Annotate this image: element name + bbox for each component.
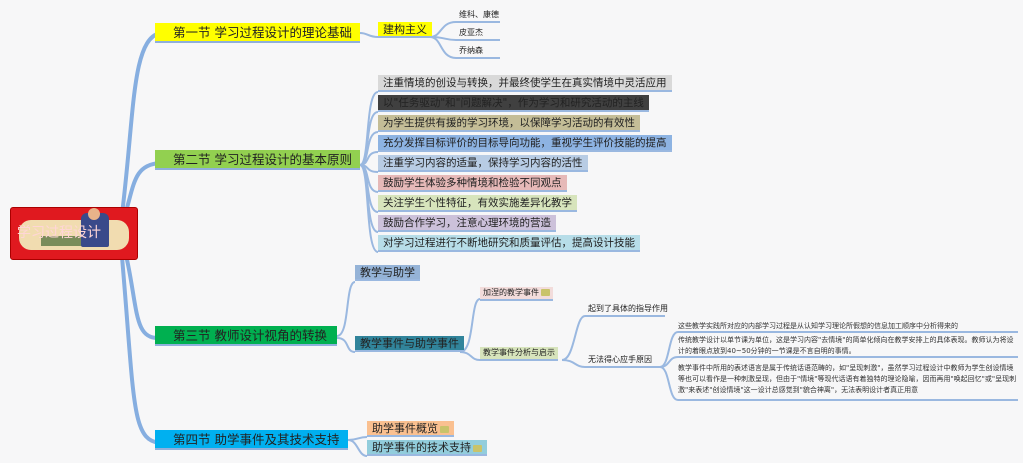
books-image (41, 236, 101, 246)
overview-topic[interactable]: 助学事件概览 (367, 421, 454, 437)
section-1[interactable]: 第一节 学习过程设计的理论基础 (155, 23, 360, 43)
principle-8[interactable]: 鼓励合作学习，注意心理环境的营造 (378, 215, 556, 232)
reason-3[interactable]: 教学事件中所用的表述语言是属于传统话语范畴的，如"呈现刺激"，虽然学习过程设计中… (678, 364, 1017, 394)
root-label: 学习过程设计 (17, 225, 101, 241)
person-2[interactable]: 皮亚杰 (459, 28, 483, 37)
constructivism-topic[interactable]: 建构主义 (378, 22, 432, 38)
reason-topic[interactable]: 无法得心应手原因 (588, 355, 652, 364)
root-topic[interactable]: 学习过程设计 (10, 207, 138, 260)
guide-topic[interactable]: 起到了具体的指导作用 (588, 304, 668, 313)
principle-7[interactable]: 关注学生个性特征，有效实施差异化教学 (378, 195, 577, 212)
tech-support-label: 助学事件的技术支持 (372, 441, 471, 454)
principle-5[interactable]: 注重学习内容的适量，保持学习内容的活性 (378, 155, 588, 172)
gagne-label: 加涅的教学事件 (483, 288, 539, 297)
section-4[interactable]: 第四节 助学事件及其技术支持 (155, 430, 348, 450)
note-icon[interactable] (473, 444, 482, 452)
analysis-topic[interactable]: 教学事件分析与启示 (480, 347, 558, 361)
principle-6[interactable]: 鼓励学生体验多种情境和检验不同观点 (378, 175, 567, 192)
principle-2[interactable]: 以"任务驱动"和"问题解决"，作为学习和研究活动的主线 (378, 95, 649, 112)
gagne-events-topic[interactable]: 加涅的教学事件 (480, 287, 553, 301)
section-3[interactable]: 第三节 教师设计视角的转换 (155, 326, 337, 346)
tech-support-topic[interactable]: 助学事件的技术支持 (367, 440, 487, 456)
teacher-head-image (88, 208, 100, 220)
note-icon[interactable] (440, 425, 449, 433)
person-1[interactable]: 维科、康德 (459, 10, 499, 19)
teach-help-topic[interactable]: 教学与助学 (355, 265, 420, 281)
overview-label: 助学事件概览 (372, 422, 438, 435)
reason-2[interactable]: 传统教学设计以单节课为单位，这是学习内容"去情境"的简单化倾向在教学安排上的具体… (678, 336, 1014, 355)
events-topic[interactable]: 教学事件与助学事件 (355, 336, 464, 352)
reason-1[interactable]: 这些教学实践所对应的内部学习过程是从认知学习理论所假想的信息加工顺序中分析得来的 (678, 322, 958, 330)
note-icon[interactable] (541, 289, 550, 296)
principle-3[interactable]: 为学生提供有援的学习环境，以保障学习活动的有效性 (378, 115, 640, 132)
principle-4[interactable]: 充分发挥目标评价的目标导向功能，重视学生评价技能的提高 (378, 135, 672, 152)
person-3[interactable]: 乔纳森 (459, 46, 483, 55)
principle-9[interactable]: 对学习过程进行不断地研究和质量评估，提高设计技能 (378, 235, 640, 252)
section-2[interactable]: 第二节 学习过程设计的基本原则 (155, 150, 360, 170)
principle-1[interactable]: 注重情境的创设与转换，并最终使学生在真实情境中灵活应用 (378, 75, 672, 92)
